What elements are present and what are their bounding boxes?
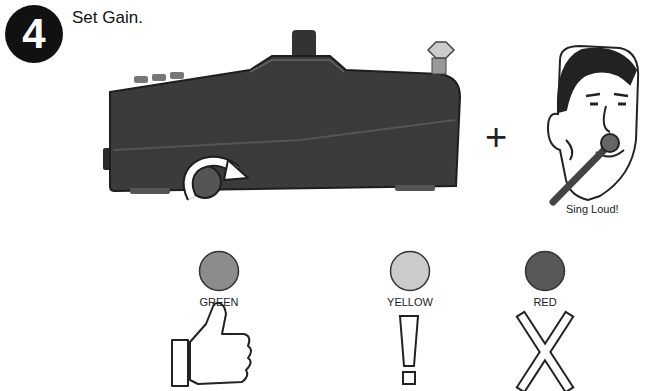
led-label: GREEN [174,296,264,308]
singer-caption: Sing Loud! [566,204,619,215]
led-indicator: RED [500,250,590,308]
led-indicator: YELLOW [365,250,455,308]
led-circle [198,250,240,292]
x-icon [523,318,567,386]
led-circle [389,250,431,292]
step-title: Set Gain. [72,8,143,28]
pedal-illustration [103,30,460,198]
led-label: YELLOW [365,296,455,308]
singer-illustration [548,46,638,202]
exclamation-icon [400,316,418,384]
led-label: RED [500,296,590,308]
led-indicator: GREEN [174,250,264,308]
led-circle [524,250,566,292]
step-badge: 4 [5,5,63,63]
step-number: 4 [22,13,45,55]
thumbs-up-icon [172,303,251,386]
plus-sign: + [485,118,507,156]
